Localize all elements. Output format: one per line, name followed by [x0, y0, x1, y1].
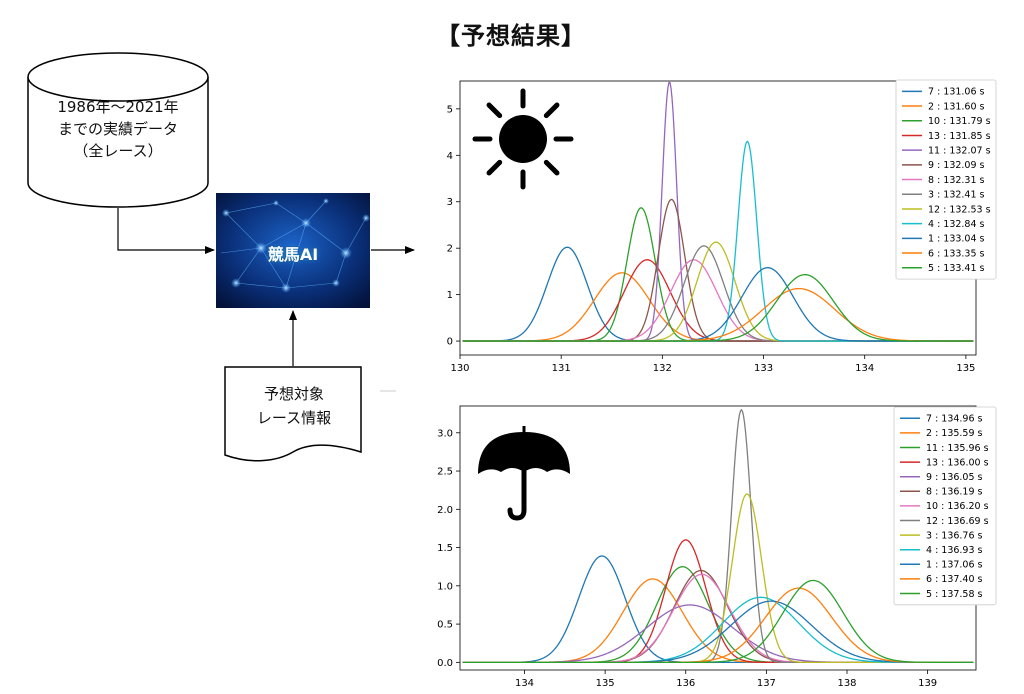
y-tick-label: 0.0 — [437, 658, 453, 669]
y-tick-label: 2 — [447, 244, 453, 255]
legend-label: 12 : 136.69 s — [926, 516, 989, 527]
legend-label: 4 : 132.84 s — [928, 219, 985, 230]
y-tick-label: 3 — [447, 197, 453, 208]
database-line: （全レース） — [73, 142, 163, 160]
legend-label: 13 : 131.85 s — [928, 131, 991, 142]
legend-label: 3 : 136.76 s — [926, 530, 983, 541]
legend-label: 1 : 133.04 s — [928, 234, 985, 245]
x-tick-label: 138 — [837, 678, 856, 689]
legend-label: 8 : 136.19 s — [926, 487, 983, 498]
legend-label: 7 : 131.06 s — [928, 87, 985, 98]
legend-label: 13 : 136.00 s — [926, 457, 989, 468]
arrow-database-to-ai — [117, 208, 215, 254]
y-tick-label: 1 — [447, 290, 453, 301]
database-cylinder — [27, 52, 209, 208]
x-tick-label: 130 — [450, 363, 469, 374]
database-line: までの実績データ — [57, 120, 178, 138]
ai-label: 競馬AI — [267, 245, 319, 264]
y-tick-label: 5 — [447, 104, 453, 115]
x-tick-label: 139 — [918, 678, 937, 689]
legend-label: 11 : 132.07 s — [928, 145, 991, 156]
y-tick-label: 2.0 — [437, 505, 453, 516]
y-tick-label: 4 — [447, 151, 453, 162]
legend: 7 : 134.96 s 2 : 135.59 s 11 : 135.96 s 13 … — [893, 406, 997, 606]
x-tick-label: 132 — [653, 363, 672, 374]
y-tick-label: 1.0 — [437, 581, 453, 592]
legend-label: 1 : 137.06 s — [926, 560, 983, 571]
x-tick-label: 135 — [956, 363, 975, 374]
x-tick-label: 134 — [515, 678, 534, 689]
legend-label: 5 : 137.58 s — [926, 589, 983, 600]
x-tick-label: 133 — [754, 363, 773, 374]
x-tick-label: 131 — [552, 363, 571, 374]
database-label: 1986年～2021年 までの実績データ （全レース） — [30, 96, 206, 162]
legend-label: 6 : 137.40 s — [926, 574, 983, 585]
legend: 7 : 131.06 s 2 : 131.60 s 10 : 131.79 s 13 … — [895, 79, 997, 280]
x-tick-label: 136 — [676, 678, 695, 689]
legend-label: 4 : 136.93 s — [926, 545, 983, 556]
series-line — [462, 579, 974, 663]
legend-label: 5 : 133.41 s — [928, 263, 985, 274]
legend-label: 2 : 135.59 s — [926, 428, 983, 439]
x-tick-label: 137 — [757, 678, 776, 689]
document-line: 予想対象 — [263, 385, 324, 403]
legend-label: 2 : 131.60 s — [928, 101, 985, 112]
y-tick-label: 3.0 — [437, 428, 453, 439]
y-tick-label: 2.5 — [437, 467, 453, 478]
rainy-result-chart: 0.0 0.5 1.0 1.5 2.0 2.5 3.0 134 135 136 137 138 139 7… — [437, 405, 997, 689]
legend-label: 9 : 132.09 s — [928, 160, 985, 171]
sunny-result-chart: 0 1 2 3 4 5 130 131 132 133 134 135 7 : 131.06 s 2 : … — [447, 79, 997, 374]
y-tick-label: 0 — [447, 337, 453, 348]
legend-label: 10 : 131.79 s — [928, 116, 991, 127]
document-line: レース情報 — [256, 409, 332, 427]
legend-label: 7 : 134.96 s — [926, 414, 983, 425]
y-tick-label: 1.5 — [437, 543, 453, 554]
database-line: 1986年～2021年 — [57, 98, 179, 116]
page-title: 【予想結果】 — [436, 22, 586, 50]
neural-network-image — [216, 193, 370, 308]
legend-label: 3 : 132.41 s — [928, 190, 985, 201]
y-tick-label: 0.5 — [437, 620, 453, 631]
ai-box: 競馬AI — [216, 193, 370, 308]
legend-label: 6 : 133.35 s — [928, 248, 985, 259]
legend-label: 11 : 135.96 s — [926, 443, 989, 454]
legend-label: 8 : 132.31 s — [928, 175, 985, 186]
legend-label: 9 : 136.05 s — [926, 472, 983, 483]
legend-label: 10 : 136.20 s — [926, 501, 989, 512]
x-tick-label: 134 — [855, 363, 874, 374]
sun-icon — [472, 88, 574, 190]
umbrella-icon — [478, 426, 570, 521]
legend-label: 12 : 132.53 s — [928, 204, 991, 215]
series-line — [462, 274, 974, 342]
document-shape — [224, 366, 362, 462]
x-tick-label: 135 — [596, 678, 615, 689]
document-label: 予想対象 レース情報 — [226, 382, 362, 430]
